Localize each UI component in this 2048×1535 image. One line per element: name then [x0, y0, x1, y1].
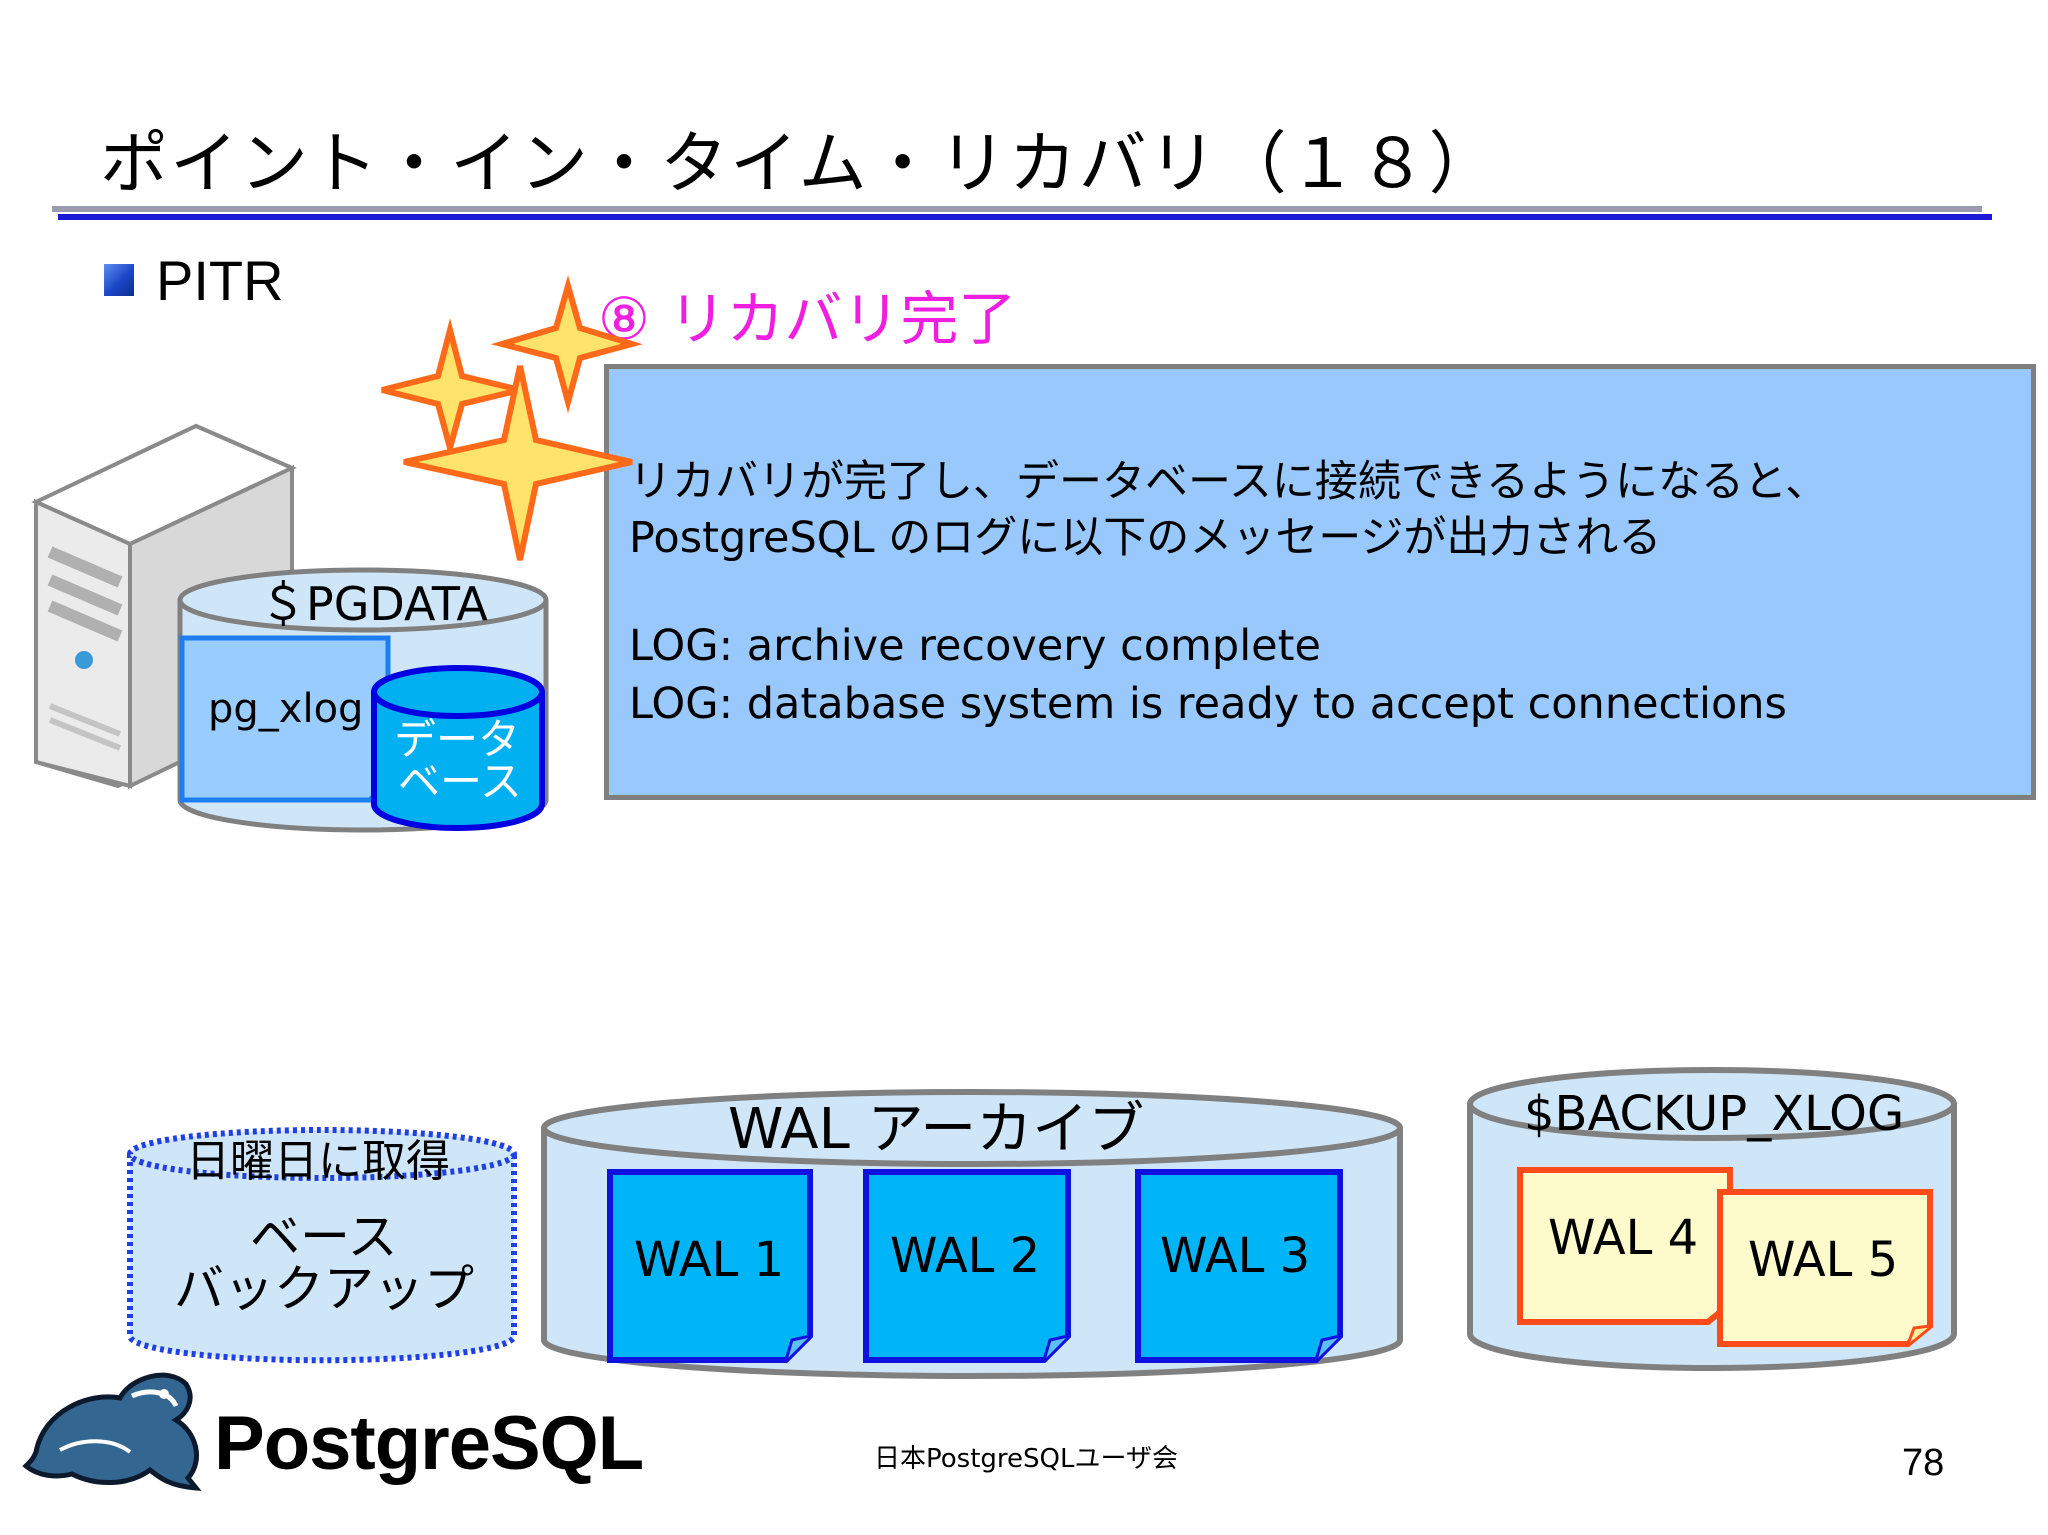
postgresql-logo-text: PostgreSQL [214, 1401, 644, 1486]
database-icon [371, 665, 545, 831]
base-backup-label-line1: ベース [250, 1208, 398, 1266]
base-backup-date-label: 日曜日に取得 [186, 1136, 450, 1187]
base-backup-cylinder [127, 1127, 517, 1364]
backup-xlog-title: $BACKUP_XLOG [1524, 1086, 1904, 1142]
title-rule [52, 206, 1992, 220]
log-line-2: LOG: database system is ready to accept … [629, 679, 1787, 729]
pg-xlog-label: pg_xlog [208, 686, 363, 732]
bullet-square-icon [104, 264, 134, 296]
postgresql-elephant-icon [22, 1372, 202, 1491]
pgdata-label: ＄PGDATA [260, 577, 488, 631]
bullet-label: PITR [156, 249, 284, 312]
wal-file-1 [607, 1169, 813, 1363]
wal-file-4-label: WAL 4 [1548, 1210, 1698, 1266]
wal-file-2 [863, 1169, 1071, 1363]
base-backup-label-line2: バックアップ [174, 1260, 474, 1318]
wal-file-5 [1717, 1189, 1933, 1347]
log-line-1: LOG: archive recovery complete [629, 621, 1321, 671]
wal-file-2-label: WAL 2 [890, 1228, 1040, 1284]
message-line-2: PostgreSQL のログに以下のメッセージが出力される [629, 513, 1662, 563]
wal-file-5-label: WAL 5 [1748, 1232, 1898, 1288]
wal-file-3-label: WAL 3 [1160, 1228, 1310, 1284]
wal-file-1-label: WAL 1 [634, 1232, 784, 1288]
log-message-box: リカバリが完了し、データベースに接続できるようになると、 PostgreSQL … [604, 364, 2036, 800]
slide-title: ポイント・イン・タイム・リカバリ（１８） [100, 125, 1499, 204]
step-label: ⑧ リカバリ完了 [598, 285, 1017, 353]
wal-file-3 [1135, 1169, 1343, 1363]
database-label-line2: ベース [398, 757, 522, 806]
wal-archive-title: WAL アーカイブ [728, 1097, 1144, 1162]
database-label-line1: データ [394, 715, 520, 764]
footer-organization: 日本PostgreSQLユーザ会 [874, 1444, 1178, 1474]
sparkle-icon [381, 275, 643, 561]
page-number: 78 [1902, 1442, 1945, 1484]
message-line-1: リカバリが完了し、データベースに接続できるようになると、 [629, 457, 1829, 507]
